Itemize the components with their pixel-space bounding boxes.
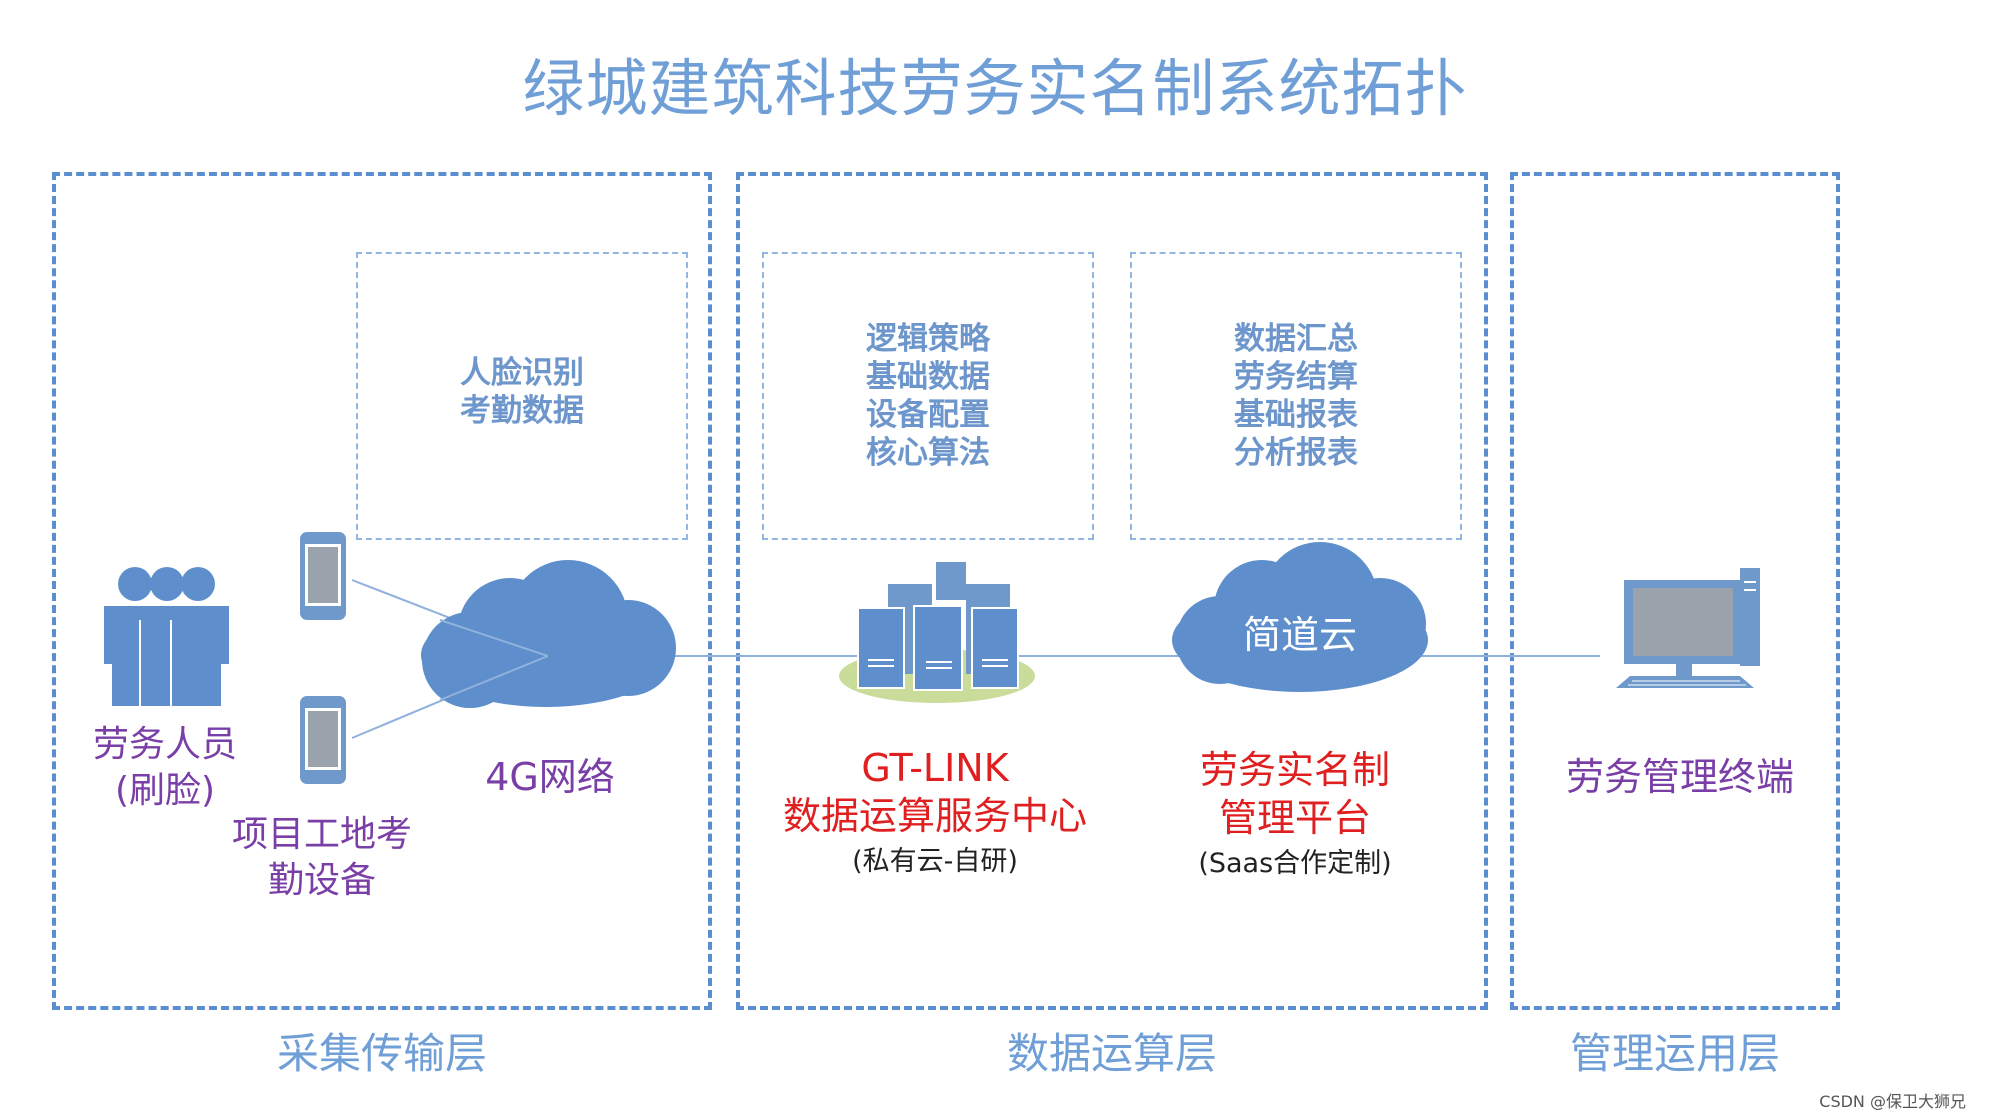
- info-line: 考勤数据: [460, 393, 584, 429]
- diagram-title: 绿城建筑科技劳务实名制系统拓扑: [522, 52, 1468, 125]
- layer-box-management: [1510, 172, 1840, 1010]
- workers-label: 劳务人员 (刷脸): [60, 722, 270, 814]
- layer-label-management: 管理运用层: [1569, 1029, 1780, 1078]
- layer-box-computation: [736, 172, 1488, 1010]
- info-line: 分析报表: [1234, 435, 1358, 471]
- network-cloud-icon: [421, 560, 676, 708]
- computer-terminal-icon: [1616, 568, 1760, 688]
- workers-label-line2: (刷脸): [114, 770, 216, 811]
- info-line: 数据汇总: [1234, 321, 1358, 357]
- platform-label-line1: 劳务实名制: [1199, 748, 1390, 792]
- layer-label-computation: 数据运算层: [1006, 1029, 1217, 1078]
- phone-icon-bottom: [300, 696, 346, 784]
- platform-note: (Saas合作定制): [1198, 848, 1392, 879]
- network-label: 4G网络: [485, 755, 615, 799]
- gtlink-note: (私有云-自研): [852, 846, 1018, 877]
- watermark: CSDN @保卫大狮兄: [1819, 1092, 1966, 1111]
- info-line: 劳务结算: [1234, 359, 1358, 395]
- server-cluster-icon: [839, 562, 1035, 703]
- gtlink-label-line1: GT-LINK: [861, 746, 1009, 790]
- info-line: 核心算法: [866, 435, 990, 471]
- devices-label: 项目工地考 勤设备: [212, 812, 432, 904]
- layer-label-collection: 采集传输层: [276, 1029, 487, 1078]
- info-box-logic: 逻辑策略 基础数据 设备配置 核心算法: [762, 252, 1094, 540]
- platform-label: 劳务实名制 管理平台 (Saas合作定制): [1140, 746, 1450, 886]
- info-line: 设备配置: [866, 397, 990, 433]
- layer-box-collection: [52, 172, 712, 1010]
- workers-label-line1: 劳务人员: [92, 724, 237, 765]
- platform-label-line2: 管理平台: [1218, 796, 1371, 840]
- gtlink-label-line2: 数据运算服务中心: [782, 794, 1087, 838]
- gtlink-label: GT-LINK 数据运算服务中心 (私有云-自研): [760, 744, 1110, 884]
- info-box-summary: 数据汇总 劳务结算 基础报表 分析报表: [1130, 252, 1462, 540]
- info-line: 人脸识别: [460, 355, 584, 391]
- info-line: 基础报表: [1234, 397, 1358, 433]
- info-line: 逻辑策略: [866, 321, 990, 357]
- jiandao-cloud-icon: [1172, 542, 1428, 692]
- info-box-face: 人脸识别 考勤数据: [356, 252, 688, 540]
- devices-label-line2: 勤设备: [267, 860, 376, 901]
- terminal-label: 劳务管理终端: [1565, 755, 1794, 799]
- info-line: 基础数据: [866, 359, 990, 395]
- jiandao-cloud-label: 简道云: [1242, 613, 1357, 657]
- workers-icon: [104, 567, 229, 706]
- phone-icon-top: [300, 532, 346, 620]
- devices-label-line1: 项目工地考: [231, 814, 412, 855]
